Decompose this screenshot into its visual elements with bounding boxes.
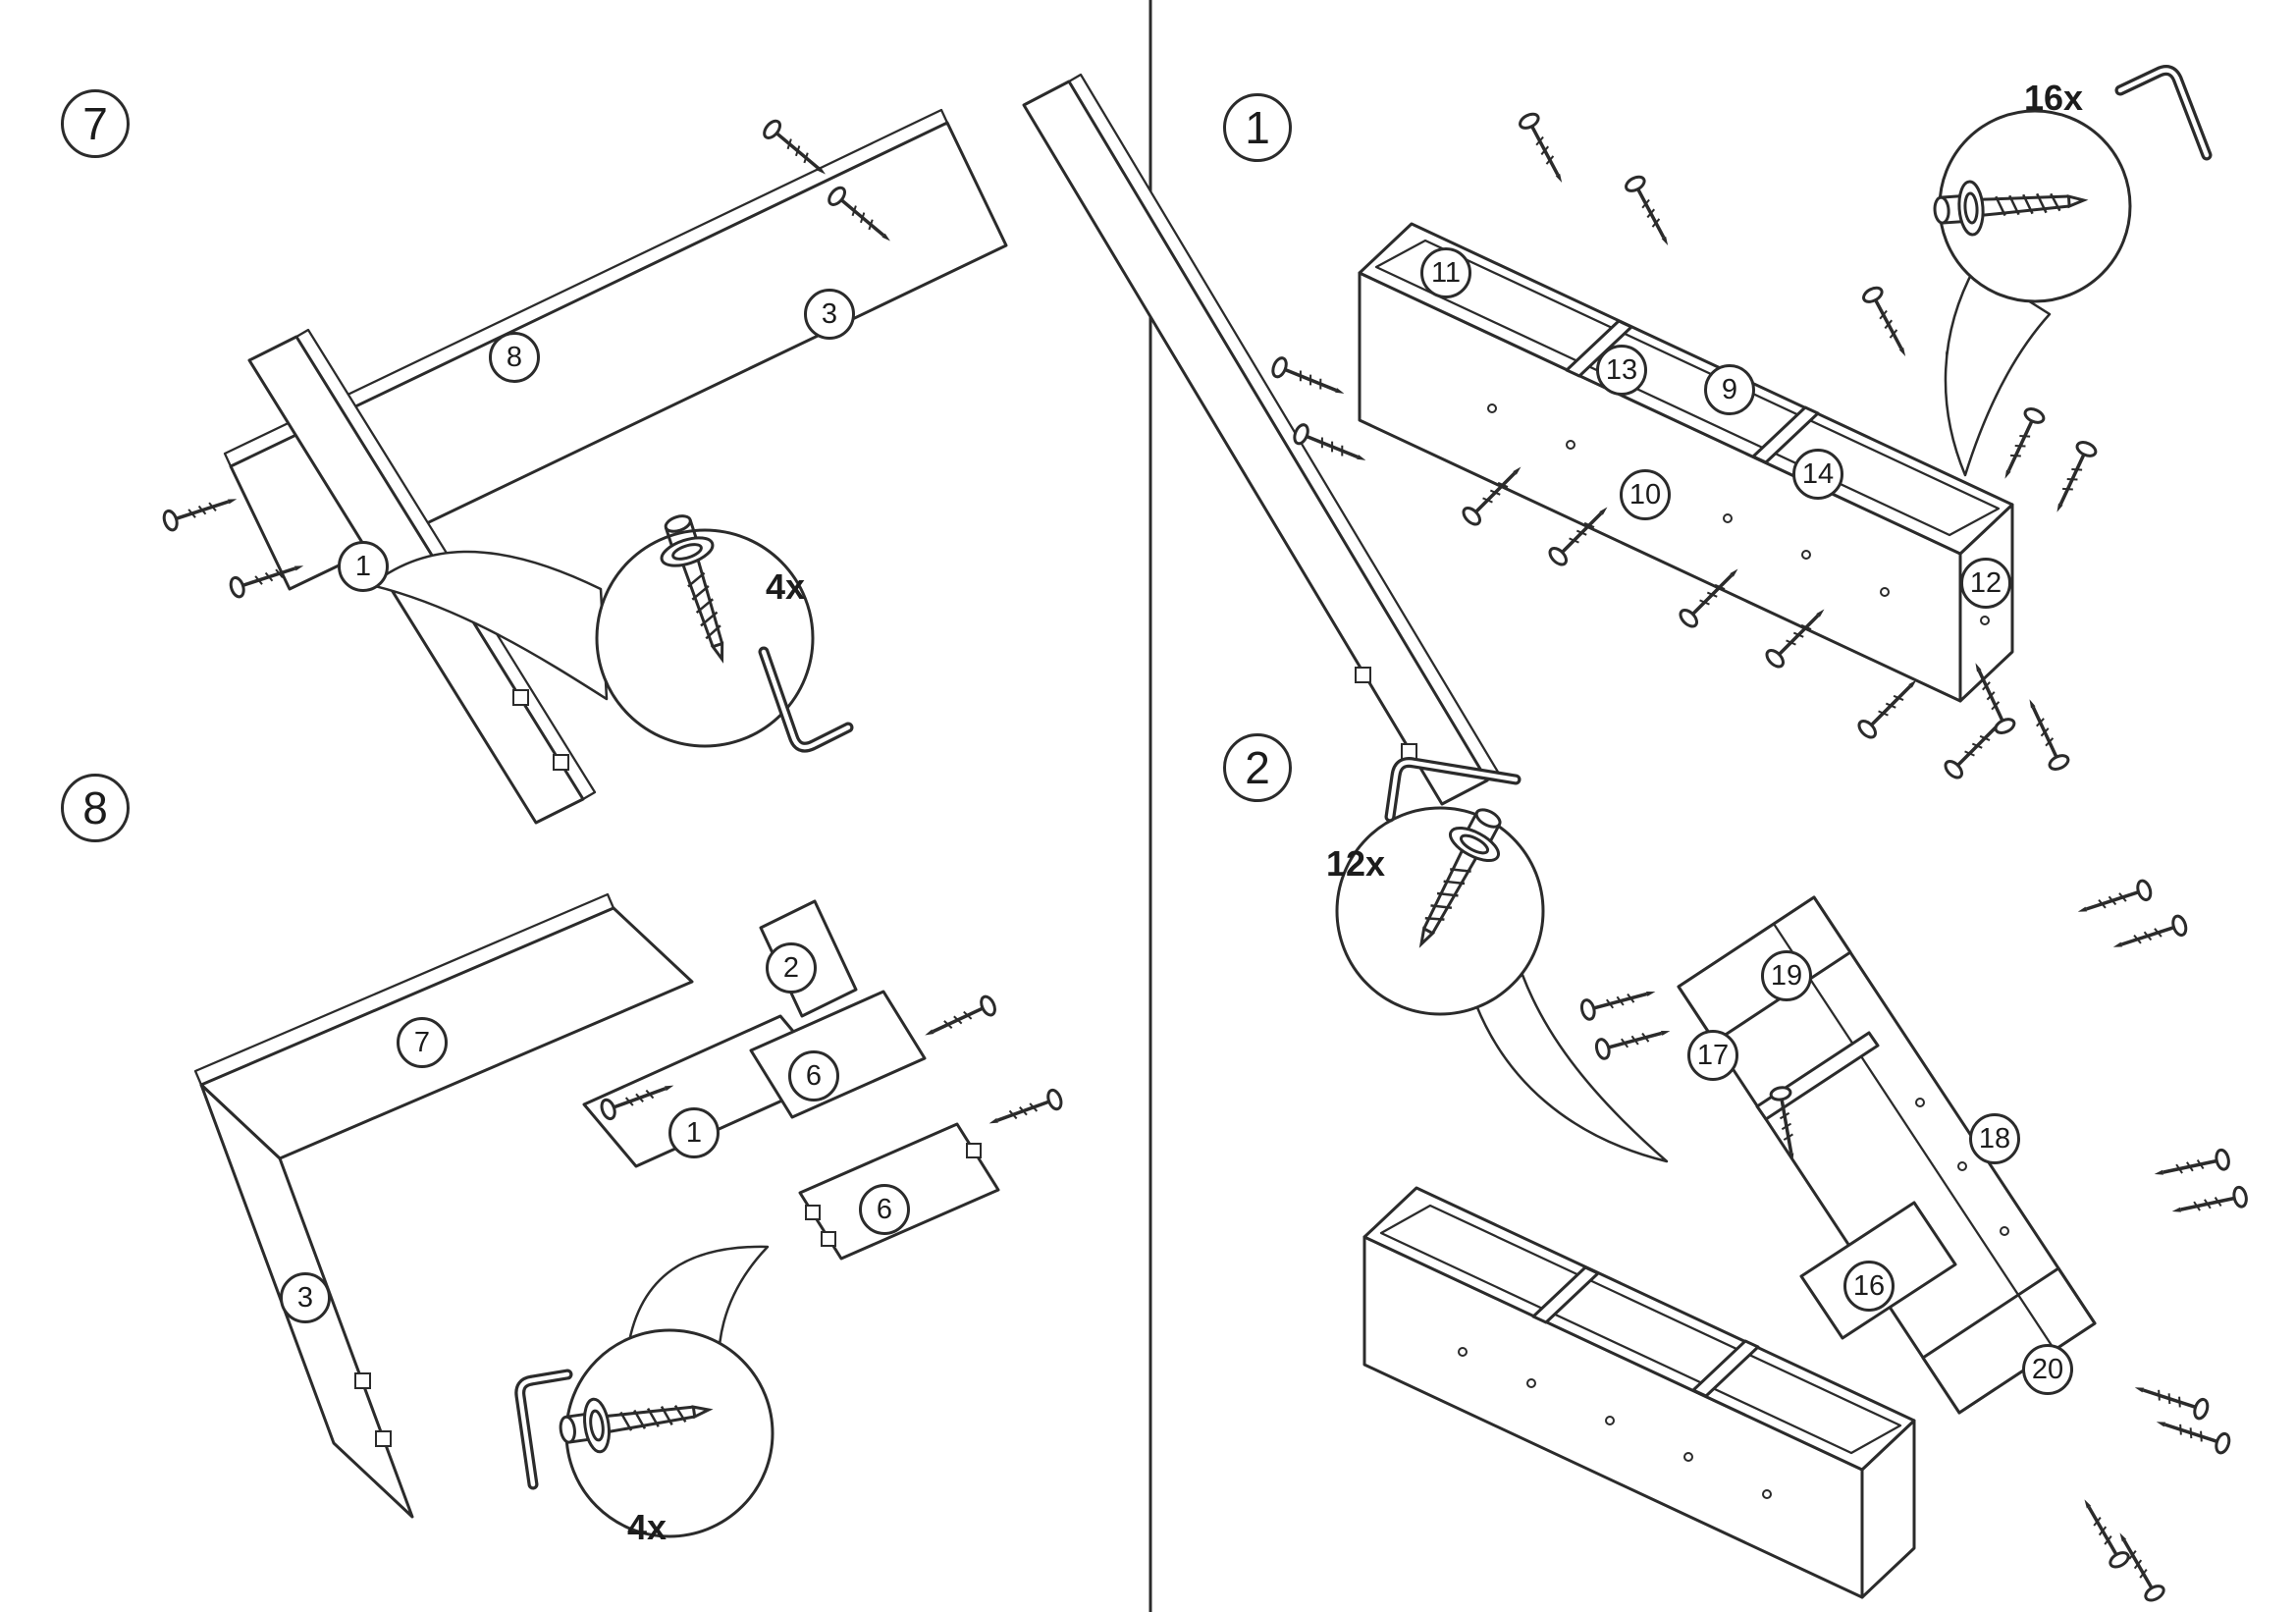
connector-tab [553, 754, 569, 771]
step-2-number: 2 [1223, 733, 1292, 802]
long-shelf-unit [1362, 1186, 1916, 1599]
callout-tail [1474, 973, 1669, 1163]
panel-8-board [223, 108, 1008, 591]
part-label-12: 12 [1960, 558, 2011, 609]
screw-icon [1516, 109, 1573, 189]
callout-bubble [595, 528, 815, 748]
inner-rim [1374, 239, 2001, 537]
hardware-callout [514, 1245, 774, 1538]
divider-board [1531, 1265, 1600, 1324]
part-label-16: 16 [1843, 1261, 1895, 1312]
screw-icon [2072, 877, 2155, 924]
allen-key-icon [2117, 68, 2210, 158]
part-label-1: 1 [338, 541, 389, 592]
part-label-17: 17 [1687, 1030, 1738, 1081]
screw-icon [160, 487, 242, 534]
part-label-18: 18 [1969, 1113, 2020, 1164]
part-label-20: 20 [2022, 1344, 2073, 1395]
step-1-hardware-qty: 16x [2023, 78, 2084, 118]
screw-icon [1577, 980, 1660, 1023]
allen-key-icon [1387, 760, 1519, 820]
inner-rim [1379, 1204, 1902, 1455]
screw-icon [919, 993, 999, 1047]
hardware-callout [1335, 757, 1669, 1163]
screw-icon [1994, 404, 2048, 485]
screw-icon [2151, 1410, 2233, 1457]
step-7-hardware-qty: 4x [765, 566, 806, 607]
screw-icon [2108, 912, 2190, 959]
screw-icon [2074, 1492, 2133, 1572]
step-7-drawing [160, 73, 1501, 825]
connector-tab [966, 1143, 982, 1158]
divider-board [1751, 405, 1820, 464]
part-label-8: 8 [489, 332, 540, 383]
step-2-drawing [1335, 757, 2250, 1605]
part-label-3b: 3 [280, 1272, 331, 1323]
part-label-2: 2 [766, 942, 817, 994]
connector-tab [512, 689, 529, 706]
connector-tab [354, 1372, 371, 1389]
end-panel-20 [1921, 1266, 2097, 1415]
connector-tab [805, 1205, 821, 1220]
part-label-14: 14 [1792, 449, 1843, 500]
connector-tab [375, 1430, 392, 1447]
part-label-9: 9 [1704, 364, 1755, 415]
part-label-6-lower: 6 [859, 1184, 910, 1235]
screw-icon [2129, 1375, 2212, 1423]
screw-icon [1854, 671, 1926, 742]
screw-icon [759, 116, 834, 184]
step-2-hardware-qty: 12x [1325, 843, 1386, 884]
screw-holes [1915, 1098, 2009, 1236]
screw-icon [1622, 172, 1679, 252]
screw-icon [1268, 353, 1350, 404]
divider-board [1691, 1339, 1760, 1398]
connector-tab [821, 1231, 836, 1247]
part-label-13: 13 [1596, 345, 1647, 396]
part-label-19: 19 [1761, 950, 1812, 1001]
screw-icon [1859, 283, 1916, 363]
divider-board [1565, 319, 1633, 378]
connector-tab [1401, 743, 1417, 760]
screw-holes [1458, 1347, 1772, 1499]
screw-icon [1592, 1019, 1675, 1062]
hardware-callout [369, 507, 854, 753]
screw-icon [984, 1086, 1066, 1135]
part-label-10: 10 [1620, 469, 1671, 520]
step-1-number: 1 [1223, 93, 1292, 162]
part-label-6-upper: 6 [788, 1050, 839, 1102]
callout-bubble [1335, 806, 1545, 1016]
part-label-7: 7 [397, 1017, 448, 1068]
allen-key-icon [761, 649, 851, 750]
hardware-callout [1931, 65, 2213, 477]
step-7-number: 7 [61, 89, 130, 158]
part-label-3: 3 [804, 289, 855, 340]
upper-shelf-unit [1677, 895, 2097, 1415]
part-label-1b: 1 [668, 1107, 720, 1158]
allen-key-icon [517, 1371, 570, 1487]
part-label-11: 11 [1420, 247, 1471, 298]
panel-3-board [1022, 73, 1501, 806]
screw-icon [2150, 1147, 2232, 1186]
callout-tail [1944, 265, 2052, 477]
screw-icon [2046, 438, 2100, 518]
panel-edge [1773, 923, 2056, 1351]
step-8-hardware-qty: 4x [626, 1507, 667, 1547]
screw-icon [2018, 693, 2072, 774]
step-8-drawing [193, 892, 1066, 1538]
screw-icon [2167, 1184, 2250, 1223]
step-8-number: 8 [61, 774, 130, 842]
connector-tab [1355, 667, 1371, 683]
